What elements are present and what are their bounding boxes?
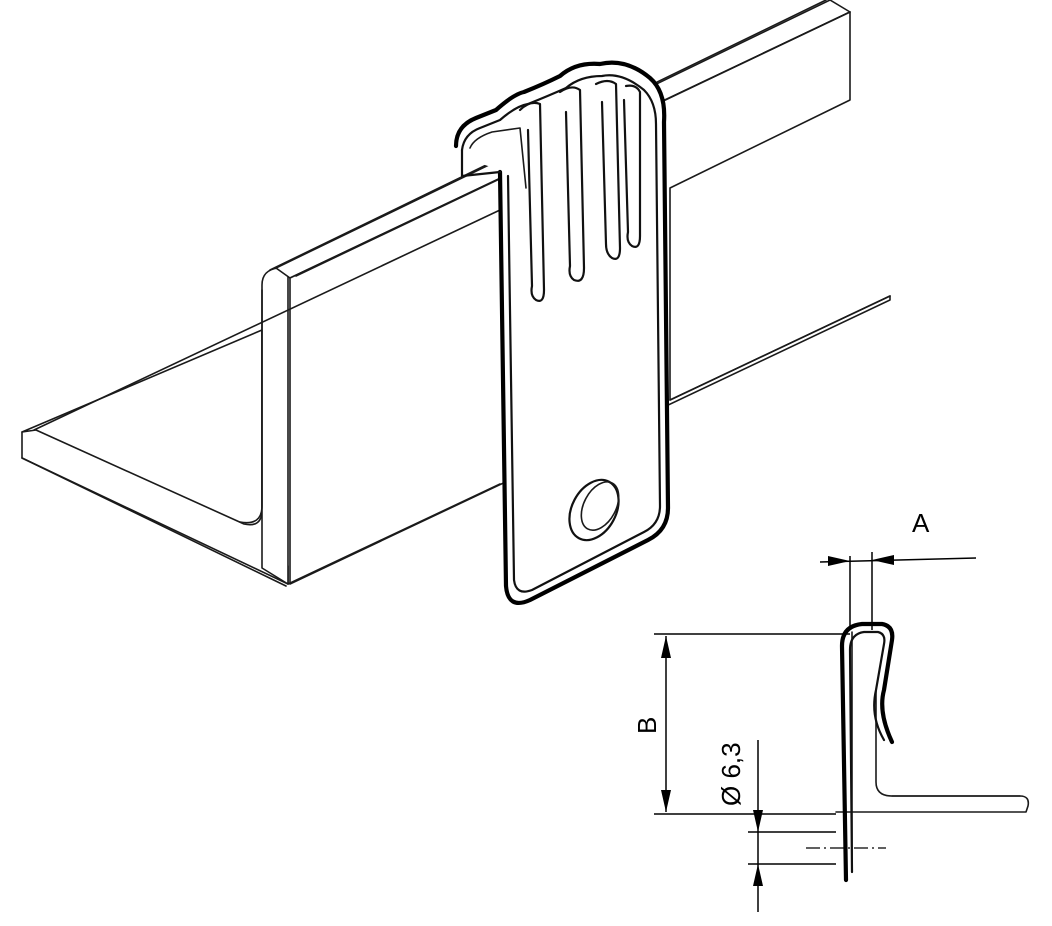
section-clip: [839, 621, 895, 883]
dimension-b: B: [632, 633, 850, 815]
dimension-a: A: [819, 508, 977, 630]
clip-rib-4: [622, 84, 642, 248]
angle-flange-bottom: [21, 329, 263, 526]
clip-rib-3: [594, 79, 622, 260]
cable-clip: [453, 60, 671, 605]
section-angle: [835, 631, 1030, 869]
clip-rib-1: [518, 101, 546, 302]
clip-outline: [453, 60, 671, 605]
angle-profile: [21, 0, 891, 587]
dimension-hole: Ø 6,3: [716, 740, 836, 912]
dimension-b-label: B: [632, 717, 662, 734]
dimension-hole-label: Ø 6,3: [716, 742, 746, 806]
section-view: A B Ø 6,3: [632, 508, 1030, 912]
clip-rib-2: [558, 86, 586, 282]
dimension-a-label: A: [912, 508, 930, 538]
